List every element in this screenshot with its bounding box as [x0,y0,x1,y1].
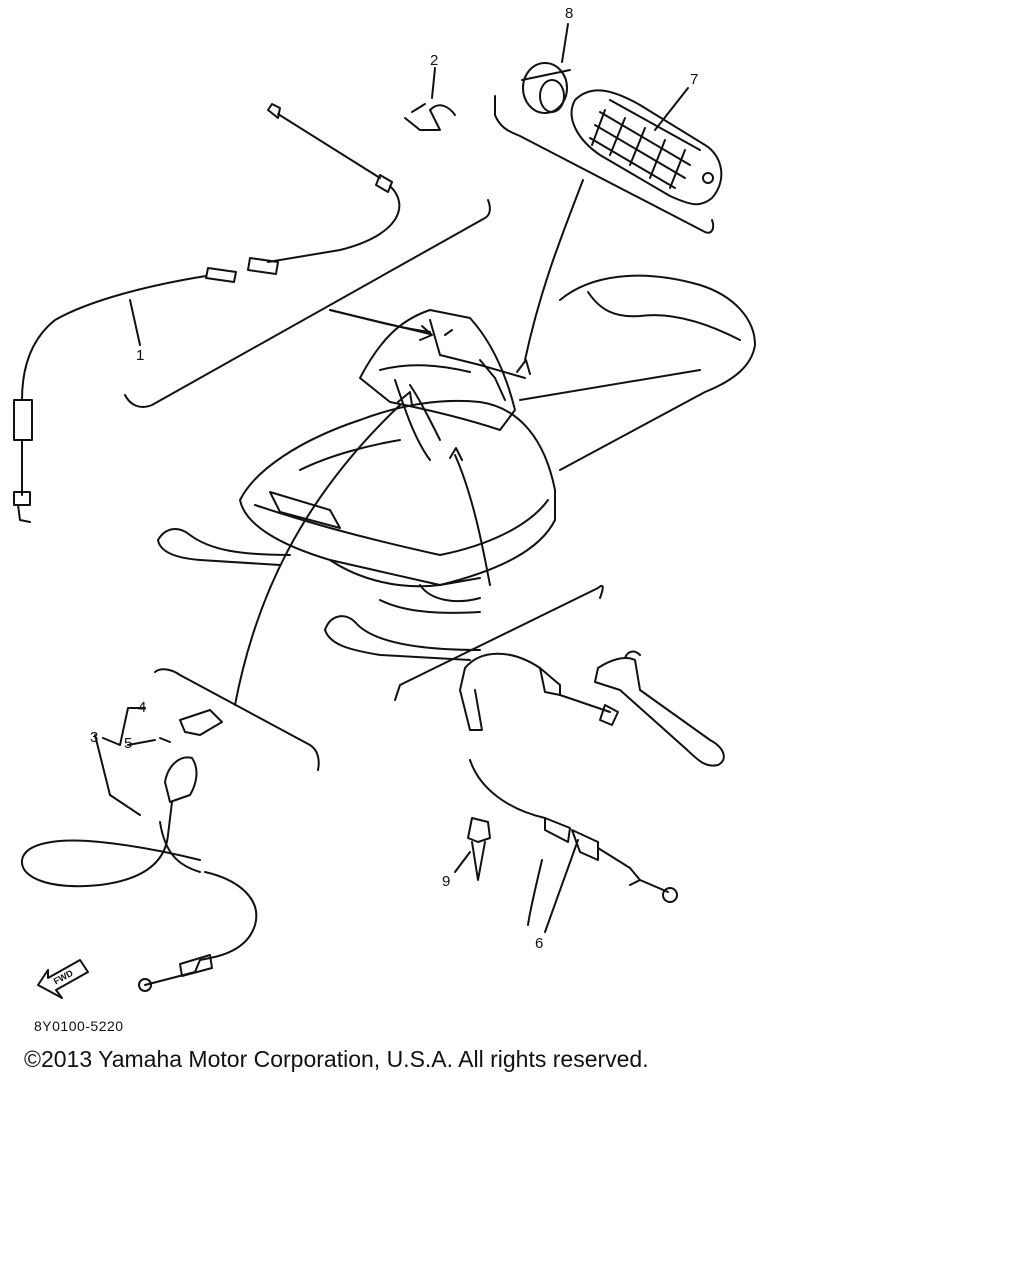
callout-1: 1 [136,347,144,364]
callout-3: 3 [90,729,98,746]
callout-9: 9 [442,873,450,890]
throttle-clip-part [404,103,456,131]
callout-5: 5 [124,735,132,752]
callout-8: 8 [565,5,573,22]
grip-assembly [494,62,723,361]
diagram-code: 8Y0100-5220 [34,1018,124,1034]
callout-7: 7 [690,71,698,88]
copyright-notice: ©2013 Yamaha Motor Corporation, U.S.A. A… [24,1046,649,1072]
callout-6: 6 [535,935,543,952]
fwd-label: FWD [52,968,75,987]
location-arrows [329,309,531,461]
callout-4: 4 [138,699,146,716]
kill-switch-assembly [20,404,401,992]
throttle-cable-assembly [13,103,491,523]
callout-leaders [431,23,689,933]
callout-2: 2 [430,52,438,69]
forward-direction-arrow [37,959,89,999]
brake-cable-assembly [394,454,725,926]
snowmobile-body [157,274,756,661]
parts-exploded-diagram: 1 2 3 4 5 6 7 8 9 FWD [13,5,756,999]
